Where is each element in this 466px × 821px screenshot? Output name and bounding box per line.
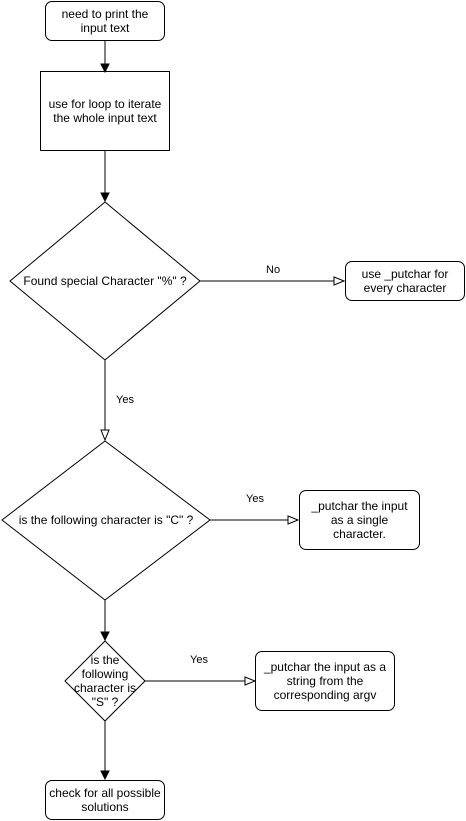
arrowhead-filled	[100, 631, 110, 642]
arrowhead-open	[333, 276, 346, 286]
arrowhead-filled	[100, 192, 110, 203]
edge-label-yes-c: Yes	[246, 493, 264, 505]
arrowhead-open	[287, 515, 300, 525]
arrowhead-filled	[100, 770, 110, 781]
edge-label-yes-s: Yes	[190, 654, 208, 666]
check-all-node: check for all possible solutions	[45, 780, 165, 820]
edge-label-no: No	[266, 264, 281, 276]
putchar-single-node: _putchar the input as a single character…	[299, 490, 420, 550]
edge-label-yes-percent: Yes	[116, 394, 134, 406]
decision-c-text: is the following character is "C" ?	[18, 513, 194, 527]
start-node: need to print the input text	[45, 1, 165, 41]
arrowhead-filled	[100, 63, 110, 74]
decision-percent-text: Found special Character "%" ?	[23, 274, 187, 288]
putchar-every-node: use _putchar for every character	[345, 261, 465, 301]
arrowhead-open	[100, 429, 110, 442]
putchar-string-node: _putchar the input as a string from the …	[255, 651, 395, 711]
loop-node: use for loop to iterate the whole input …	[40, 71, 170, 151]
decision-s-text: is the following character is "S" ?	[73, 653, 137, 709]
arrowhead-open	[244, 676, 257, 686]
